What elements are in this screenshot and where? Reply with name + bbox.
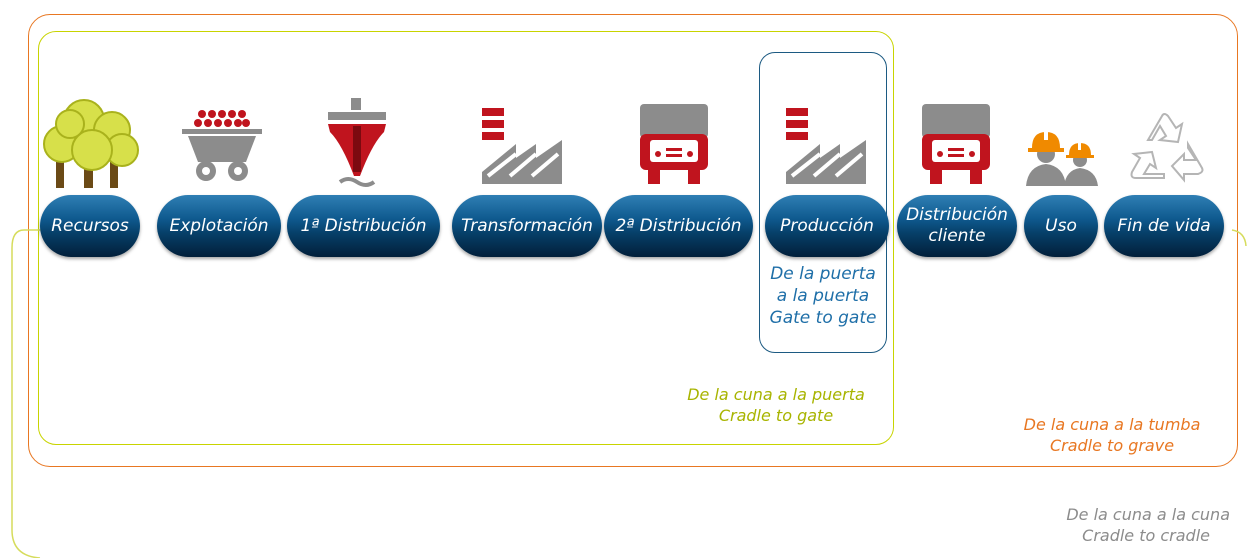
recycle-icon	[1130, 113, 1204, 183]
stage-pill-transformacion: Transformación	[452, 195, 602, 257]
stage-pill-recursos: Recursos	[40, 195, 140, 257]
cradle-to-cradle-left-arc	[11, 229, 58, 558]
ship-icon	[328, 98, 386, 187]
workers-icon	[1026, 130, 1098, 186]
cradle-to-grave-frame	[28, 14, 1238, 467]
stage-pill-explotacion: Explotación	[157, 195, 281, 257]
cradle-to-grave-line-2: Cradle to grave	[1049, 436, 1175, 455]
stage-pill-1a-distribucion: 1ª Distribución	[287, 195, 440, 257]
factory-icon	[482, 108, 562, 184]
gate-to-gate-frame	[759, 52, 887, 353]
gate-to-gate-line-2: a la puerta	[776, 286, 870, 306]
stage-pill-produccion: Producción	[765, 195, 889, 257]
factory-icon	[786, 108, 866, 184]
cradle-to-grave-label: De la cuna a la tumba Cradle to grave	[990, 414, 1234, 456]
cradle-to-gate-frame	[38, 31, 894, 445]
gate-to-gate-line-1: De la puerta	[770, 264, 876, 284]
cradle-to-cradle-right-arc	[1231, 229, 1247, 247]
stage-pill-uso: Uso	[1024, 195, 1098, 257]
cradle-to-cradle-label: De la cuna a la cuna Cradle to cradle	[990, 504, 1230, 546]
truck-icon	[640, 104, 708, 184]
gate-to-gate-line-3: Gate to gate	[769, 308, 877, 328]
tree-icon	[43, 99, 139, 188]
stage-pill-fin-de-vida: Fin de vida	[1104, 195, 1224, 257]
cradle-to-grave-line-1: De la cuna a la tumba	[1023, 415, 1201, 434]
cradle-to-cradle-line-2: Cradle to cradle	[1082, 526, 1210, 545]
cradle-to-gate-line-2: Cradle to gate	[718, 406, 834, 425]
stage-pill-2a-distribucion: 2ª Distribución	[604, 195, 753, 257]
stage-pill-distribucion-cliente: Distribución cliente	[897, 195, 1017, 257]
truck-icon	[922, 104, 990, 184]
cradle-to-cradle-line-1: De la cuna a la cuna	[1066, 505, 1230, 524]
mine-cart-icon	[182, 110, 262, 181]
cradle-to-gate-label: De la cuna a la puerta Cradle to gate	[660, 384, 892, 426]
cradle-to-gate-line-1: De la cuna a la puerta	[687, 385, 865, 404]
gate-to-gate-label: De la puerta a la puerta Gate to gate	[762, 263, 884, 329]
